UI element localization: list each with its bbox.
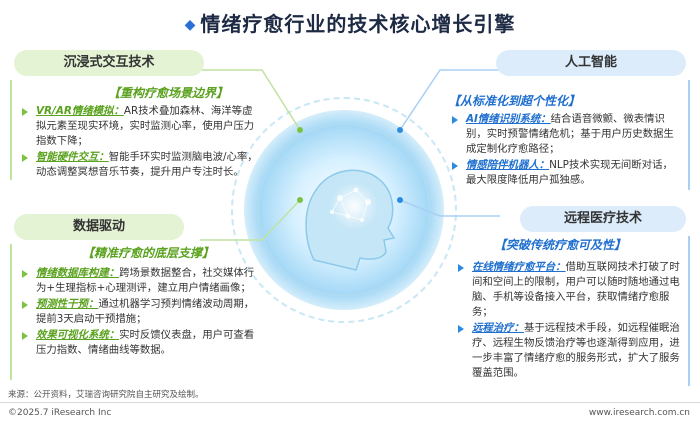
remote-subheader: 【突破传统疗愈可及性】 — [494, 238, 627, 252]
data-item-prediction: 预测性干预：通过机器学习预判情绪波动周期，提前3天启动干预措施； — [22, 297, 258, 327]
data-item-database: 情绪数据库构建：跨场景数据整合，社交媒体行为+生理指标+心理测评，建立用户情绪画… — [22, 266, 258, 296]
data-item-prediction-key: 预测性干预： — [36, 298, 99, 310]
remote-header-text: 远程医疗技术 — [563, 211, 642, 226]
immersive-subheader: 【重构疗愈场景边界】 — [108, 86, 229, 100]
bullet-icon — [458, 264, 464, 272]
remote-item-platform-key: 在线情绪疗愈平台： — [472, 261, 566, 273]
ai-subheader: 【从标准化到超个性化】 — [448, 94, 581, 108]
footer-divider — [0, 402, 700, 403]
ai-item-recognition: AI情绪识别系统：结合语音微颤、微表情识别，实时预警情绪危机；基于用户历史数据生… — [452, 112, 682, 157]
page-title: ◆情绪疗愈行业的技术核心增长引擎 — [0, 8, 700, 37]
remote-list: 在线情绪疗愈平台：借助互联网技术打破了时间和空间上的限制，用户可以随时随地通过电… — [458, 260, 684, 382]
website-link[interactable]: www.iresearch.com.cn — [588, 408, 690, 418]
hub-inner-ring — [258, 124, 430, 296]
data-panel-border — [10, 244, 12, 380]
ai-item-robot-key: 情感陪伴机器人： — [466, 159, 550, 171]
immersive-item-hardware: 智能硬件交互：智能手环实时监测脑电波/心率，动态调整冥想音乐节奏，提升用户专注时… — [22, 150, 262, 180]
bullet-icon — [458, 325, 464, 333]
remote-item-therapy: 远程治疗：基于远程技术手段，如远程催眠治疗、远程生物反馈治疗等也逐渐得到应用，进… — [458, 321, 684, 381]
data-item-database-text: 跨场景数据整合，社交媒体行为+生理指标+心理测评，建立用户情绪画像； — [36, 267, 255, 294]
copyright: ©2025.7 iResearch Inc — [8, 408, 112, 418]
bullet-icon — [22, 108, 28, 116]
hub-outer-ring — [231, 97, 457, 323]
ai-item-recognition-key: AI情绪识别系统： — [466, 113, 551, 125]
data-item-visualization-text: 实时反馈仪表盘，用户可查看压力指数、情绪曲线等数据。 — [36, 329, 255, 356]
source-note: 来源：公开资料，艾瑞咨询研究院自主研究及绘制。 — [8, 390, 204, 400]
immersive-header-text: 沉浸式交互技术 — [63, 55, 155, 70]
data-item-visualization-key: 效果可视化系统： — [36, 329, 120, 341]
immersive-item-hardware-text: 智能手环实时监测脑电波/心率，动态调整冥想音乐节奏，提升用户专注时长。 — [36, 151, 258, 178]
bullet-icon — [22, 154, 28, 162]
remote-item-therapy-key: 远程治疗： — [472, 322, 524, 334]
bullet-icon — [22, 270, 28, 278]
ai-header: 人工智能 — [496, 50, 686, 76]
immersive-panel-border — [10, 80, 12, 180]
ai-list: AI情绪识别系统：结合语音微颤、微表情识别，实时预警情绪危机；基于用户历史数据生… — [452, 112, 682, 189]
bullet-icon — [452, 116, 458, 124]
immersive-item-hardware-key: 智能硬件交互： — [36, 151, 109, 163]
title-marker-icon: ◆ — [184, 17, 197, 33]
remote-panel-border — [688, 236, 690, 386]
data-header: 数据驱动 — [14, 214, 184, 240]
data-item-visualization: 效果可视化系统：实时反馈仪表盘，用户可查看压力指数、情绪曲线等数据。 — [22, 328, 258, 358]
data-item-database-key: 情绪数据库构建： — [36, 267, 120, 279]
remote-item-platform-text: 借助互联网技术打破了时间和空间上的限制，用户可以随时随地通过电脑、手机等设备接入… — [472, 261, 680, 318]
bullet-icon — [22, 301, 28, 309]
bullet-icon — [452, 162, 458, 170]
immersive-list: VR/AR情绪模拟：AR技术叠加森林、海洋等虚拟元素至现实环境，实时监测心率，使… — [22, 104, 262, 181]
data-list: 情绪数据库构建：跨场景数据整合，社交媒体行为+生理指标+心理测评，建立用户情绪画… — [22, 266, 258, 359]
ai-item-robot: 情感陪伴机器人：NLP技术实现无间断对话，最大限度降低用户孤独感。 — [452, 158, 682, 188]
immersive-item-vr-key: VR/AR情绪模拟： — [36, 105, 124, 117]
immersive-item-vr-text: AR技术叠加森林、海洋等虚拟元素至现实环境，实时监测心率，使用户压力指数下降； — [36, 105, 255, 147]
remote-item-therapy-text: 基于远程技术手段，如远程催眠治疗、远程生物反馈治疗等也逐渐得到应用，进一步丰富了… — [472, 322, 680, 379]
immersive-header: 沉浸式交互技术 — [14, 50, 204, 76]
data-item-prediction-text: 通过机器学习预判情绪波动周期，提前3天启动干预措施； — [36, 298, 255, 325]
ai-item-robot-text: NLP技术实现无间断对话，最大限度降低用户孤独感。 — [466, 159, 673, 186]
data-header-text: 数据驱动 — [72, 219, 125, 234]
bullet-icon — [22, 332, 28, 340]
data-subheader: 【精准疗愈的底层支撑】 — [82, 246, 215, 260]
page-title-text: 情绪疗愈行业的技术核心增长引擎 — [200, 12, 516, 36]
ai-item-recognition-text: 结合语音微颤、微表情识别，实时预警情绪危机；基于用户历史数据生成定制化疗愈路径； — [466, 113, 674, 155]
ai-panel-border — [688, 80, 690, 190]
remote-header: 远程医疗技术 — [520, 206, 686, 232]
ai-header-text: 人工智能 — [564, 55, 617, 70]
immersive-item-vr: VR/AR情绪模拟：AR技术叠加森林、海洋等虚拟元素至现实环境，实时监测心率，使… — [22, 104, 262, 149]
remote-item-platform: 在线情绪疗愈平台：借助互联网技术打破了时间和空间上的限制，用户可以随时随地通过电… — [458, 260, 684, 320]
